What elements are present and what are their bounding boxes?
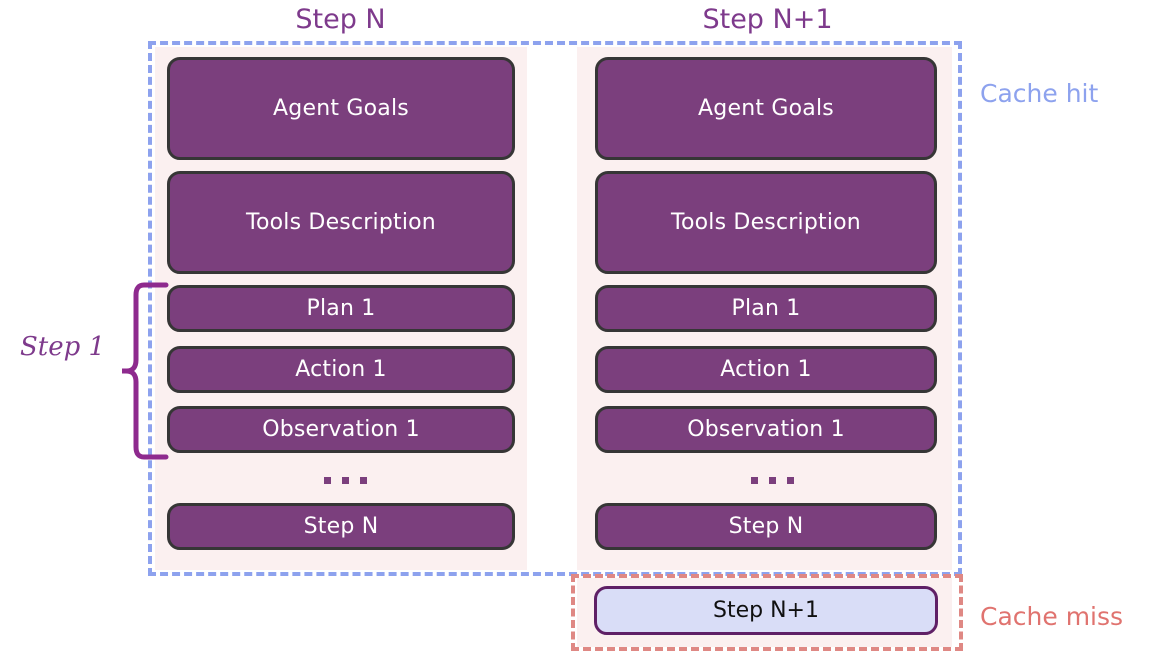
ellipsis-dot bbox=[342, 477, 349, 484]
curly-brace-icon bbox=[122, 282, 169, 460]
box-left-step-n: Step N bbox=[167, 503, 515, 550]
cache-miss-dashed-frame bbox=[571, 574, 963, 651]
ellipsis-dot bbox=[751, 477, 758, 484]
annotation-cache-hit: Cache hit bbox=[980, 79, 1099, 108]
box-right-tools-description: Tools Description bbox=[595, 171, 937, 274]
box-appended-step-n-plus-1: Step N+1 bbox=[594, 586, 938, 635]
step-1-brace-group: Step 1 bbox=[14, 280, 182, 462]
box-left-tools-description: Tools Description bbox=[167, 171, 515, 274]
box-right-action-1: Action 1 bbox=[595, 346, 937, 393]
box-right-step-n: Step N bbox=[595, 503, 937, 550]
cache-hit-dashed-frame bbox=[148, 41, 962, 576]
column-header-step-n: Step N bbox=[295, 4, 386, 35]
box-right-observation-1: Observation 1 bbox=[595, 406, 937, 453]
ellipsis-dot bbox=[324, 477, 331, 484]
box-right-agent-goals: Agent Goals bbox=[595, 57, 937, 160]
ellipsis-left bbox=[324, 477, 367, 484]
ellipsis-dot bbox=[787, 477, 794, 484]
column-header-step-n-plus-1: Step N+1 bbox=[702, 4, 833, 35]
box-left-agent-goals: Agent Goals bbox=[167, 57, 515, 160]
step-1-brace-label: Step 1 bbox=[20, 332, 106, 362]
annotation-cache-miss: Cache miss bbox=[980, 602, 1124, 631]
ellipsis-dot bbox=[769, 477, 776, 484]
box-left-action-1: Action 1 bbox=[167, 346, 515, 393]
box-left-plan-1: Plan 1 bbox=[167, 285, 515, 332]
ellipsis-right bbox=[751, 477, 794, 484]
box-left-observation-1: Observation 1 bbox=[167, 406, 515, 453]
ellipsis-dot bbox=[360, 477, 367, 484]
box-right-plan-1: Plan 1 bbox=[595, 285, 937, 332]
